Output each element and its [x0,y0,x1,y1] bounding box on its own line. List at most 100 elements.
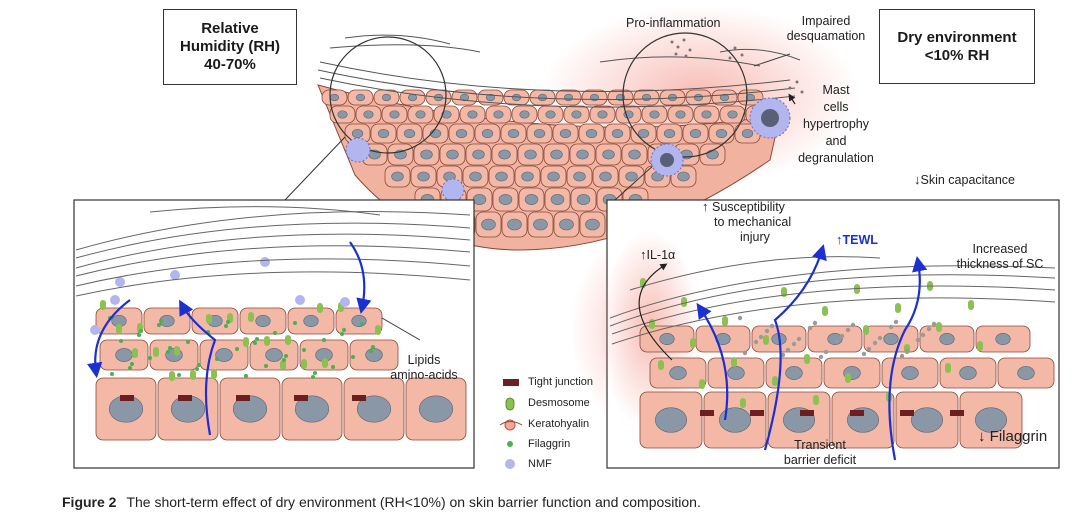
lipids-line-2: amino-acids [390,368,458,382]
filaggrin-dot [351,355,355,359]
nucleus [472,149,485,160]
filaggrin-dot [264,364,268,368]
il1a-label: ↑IL-1α [640,247,675,263]
tewl-text: TEWL [842,233,878,247]
nucleus [975,407,1007,433]
dry-environment-box: Dry environment <10% RH [879,9,1035,84]
nucleus [441,110,452,119]
desmosome [248,312,254,322]
desmosome [206,314,212,324]
nucleus [637,129,650,138]
nucleus [417,171,430,182]
inflammation-granules [670,38,804,94]
nucleus [467,110,478,119]
nucleus [741,129,754,138]
keratohyalin-granule [899,353,905,359]
filaggrin-dot [139,329,143,333]
nucleus [669,366,687,380]
nucleus [521,171,534,182]
magnify-circle-left [329,36,447,154]
desmosome [740,398,746,408]
nucleus [719,93,729,102]
keratohyalin-granule [850,322,856,328]
nucleus [351,129,364,138]
desmosome [722,316,728,326]
mast-line-1: Mast [822,83,850,97]
tight-junction [352,395,366,401]
nucleus [701,110,712,119]
right-sc-lines [609,256,1056,345]
nucleus [719,407,751,433]
nmf-dot [90,325,100,335]
nucleus [655,407,687,433]
nucleus [537,93,547,102]
filaggrin-dot [166,350,170,354]
desmosome [375,325,381,335]
nucleus [215,348,233,362]
filaggrin-dot [177,373,181,377]
keratohyalin-granule [920,332,926,338]
desmosome [658,360,664,370]
transient-line-2: barrier deficit [783,453,857,467]
nmf-dot [295,295,305,305]
filaggrin-down-text: Filaggrin [989,428,1048,445]
nucleus [493,110,504,119]
filaggrin-dot [119,339,123,343]
nucleus [481,129,494,138]
nucleus [519,110,530,119]
desmosome [681,297,687,307]
left-blue-flow-2 [179,299,217,436]
filaggrin-dot [195,367,199,371]
suscept-line-3: injury [740,230,770,244]
legend-label: Filaggrin [528,438,571,450]
nmf-dot-icon [505,459,515,469]
nucleus [381,93,391,102]
desmosome [100,300,106,310]
nucleus [337,110,348,119]
filaggrin-dot [369,349,373,353]
sc-thickness-label: Increased thickness of SC [940,242,1060,272]
nucleus [115,348,133,362]
filaggrin-dot [130,362,134,366]
humidity-line-1: Relative [201,20,259,37]
nucleus [628,149,641,160]
caption-text: The short-term effect of dry environment… [126,494,701,510]
thickness-line-2: thickness of SC [956,257,1044,271]
nucleus [329,93,339,102]
nucleus [663,129,676,138]
mast-line-5: degranulation [798,151,874,165]
nmf-dot [340,297,350,307]
nucleus [689,129,702,138]
nucleus [785,366,803,380]
keratohyalin-granule [839,333,845,339]
nucleus [911,407,943,433]
keratohyalin-granule [812,320,818,326]
keratohyalin-granule [893,319,899,325]
nucleus [677,171,690,182]
nucleus [550,194,565,205]
right-panel-content [600,230,1056,461]
keratohyalin-granule [866,346,872,352]
mast-line-2: cells [823,100,849,114]
keratohyalin-granule [818,354,824,360]
mast-line-4: and [825,134,847,148]
nucleus [573,171,586,182]
filaggrin-dot [371,345,375,349]
nucleus [559,218,574,231]
il1a-curved-arrow [638,263,673,361]
nucleus [420,149,433,160]
filaggrin-dot [311,375,315,379]
up-arrow-icon: ↑ [640,247,647,262]
keratohyalin-granule [834,338,840,344]
pro-inflammation-label: Pro-inflammation [626,16,721,30]
desmosome [854,284,860,294]
keratohyalin-granule [877,335,883,341]
filaggrin-dot [224,324,228,328]
legend-icons [499,379,523,469]
lipids-label: Lipids amino-acids [372,353,476,383]
nucleus [995,332,1011,346]
nucleus [727,366,745,380]
nucleus [355,93,365,102]
nucleus [351,314,367,328]
central-cell-grid [321,89,772,238]
